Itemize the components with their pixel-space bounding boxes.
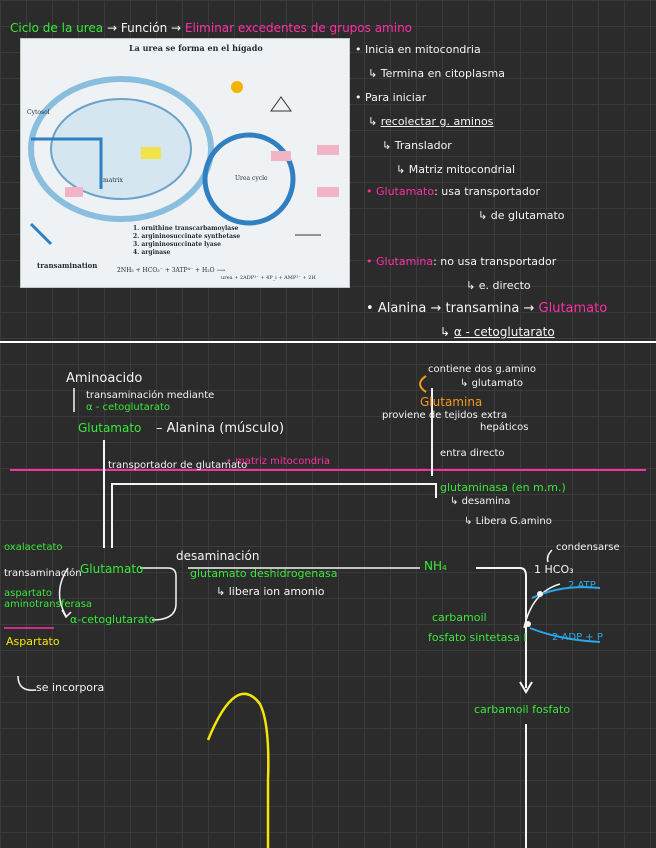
photo-equation-left: 2NH₃ + HCO₃⁻ + 3ATP⁴⁻ + H₂O ⟶ — [117, 267, 226, 274]
note-glutamina: • Glutamina: no usa transportador — [366, 255, 557, 268]
photo-enzyme-4: 4. arginase — [133, 249, 171, 256]
textbook-photo: La urea se forma en el hígado Cytosol ma… — [20, 38, 350, 288]
note-matriz: ↳ Matriz mitocondrial — [396, 163, 516, 176]
label-aspartato: Aspartato — [6, 635, 60, 648]
label-glutamato-mid: Glutamato — [80, 562, 144, 576]
header-line: Ciclo de la urea → Función → Eliminar ex… — [10, 21, 413, 35]
photo-urea-cycle: Urea cycle — [235, 175, 268, 182]
label-entra: entra directo — [440, 448, 505, 459]
label-carbamoil-fosfato: carbamoil fosfato — [474, 703, 571, 716]
label-fosfato-sint: fosfato sintetasa I — [428, 631, 527, 644]
label-desamina: ↳ desamina — [450, 496, 511, 507]
label-incorpora: se incorpora — [36, 681, 105, 694]
note-alanina-sub: ↳ α - cetoglutarato — [440, 325, 555, 339]
label-condensarse: condensarse — [556, 542, 620, 553]
photo-title: La urea se forma en el hígado — [129, 43, 263, 53]
label-nh4: NH₄ — [424, 559, 447, 573]
note-alanina: • Alanina → transamina → Glutamato — [366, 301, 608, 316]
photo-enzyme-1: 1. ornithine transcarbamoylase — [133, 225, 239, 232]
note-glutamato-sub: ↳ de glutamato — [478, 209, 565, 222]
note-recolectar: ↳ recolectar g. aminos — [368, 115, 494, 128]
photo-enzyme-2: 2. argininosuccinate synthetase — [133, 233, 241, 240]
photo-enzyme-3: 3. argininosuccinate lyase — [133, 241, 221, 248]
label-glutamato-sub: ↳ glutamato — [460, 378, 523, 389]
label-alanina: – Alanina (músculo) — [156, 421, 285, 436]
label-libera-amonio: ↳ libera ion amonio — [216, 585, 325, 598]
photo-cytosol: Cytosol — [27, 109, 50, 116]
photo-matrix: matrix — [103, 177, 123, 184]
label-oxalacetato: oxalacetato — [4, 542, 63, 553]
header-function-text: Eliminar excedentes de grupos amino — [184, 21, 413, 35]
label-atp: 2 ATP — [568, 580, 596, 591]
header-arrow-1: → — [106, 21, 118, 35]
header-arrow-2: → — [171, 21, 182, 35]
label-transaminacion-small: transaminación — [4, 568, 82, 579]
photo-equation-right: urea + 2ADP³⁻ + 4P_i + AMP²⁻ + 2H — [221, 275, 316, 281]
label-desaminacion: desaminación — [176, 549, 260, 563]
note-glutamina-sub: ↳ e. directo — [466, 279, 531, 292]
label-carbamoil: carbamoil — [432, 611, 487, 624]
note-glutamato: • Glutamato: usa transportador — [366, 185, 541, 198]
label-aspartato-amino: aspartato aminotransferasa — [4, 588, 93, 610]
label-glutamina: Glutamina — [420, 395, 483, 409]
header-title: Ciclo de la urea — [10, 21, 104, 35]
label-gdh: glutamato deshidrogenasa — [190, 567, 338, 580]
label-hepaticos: hepáticos — [480, 422, 529, 433]
label-adp: 2 ADP + P — [552, 632, 603, 643]
note-inicia: • Inicia en mitocondria — [355, 43, 481, 56]
label-glutamato-top: Glutamato — [78, 421, 142, 435]
label-hco3: 1 HCO₃ — [534, 563, 574, 576]
label-libera-g: ↳ Libera G.amino — [464, 516, 552, 527]
label-transportador: transportador de glutamato — [108, 460, 248, 471]
label-aminoacido: Aminoacido — [66, 371, 143, 386]
label-proviene: proviene de tejidos extra — [382, 410, 508, 421]
note-translador: ↳ Translador — [382, 139, 452, 152]
label-acetoglutarato: α - cetoglutarato — [86, 402, 171, 413]
label-contiene: contiene dos g.amino — [428, 364, 536, 375]
label-glutaminasa: glutaminasa (en m.m.) — [440, 481, 566, 494]
label-transaminacion: transaminación mediante — [86, 390, 215, 401]
label-acetoglut-mid: α-cetoglutarato — [70, 613, 156, 626]
label-matriz: • matriz mitocondria — [226, 456, 331, 467]
note-termina: ↳ Termina en citoplasma — [368, 67, 505, 80]
header-function-label: Función — [120, 21, 168, 35]
note-para-iniciar: • Para iniciar — [355, 91, 427, 104]
photo-transamination: transamination — [37, 261, 98, 270]
urea-cycle-figure — [28, 76, 339, 246]
